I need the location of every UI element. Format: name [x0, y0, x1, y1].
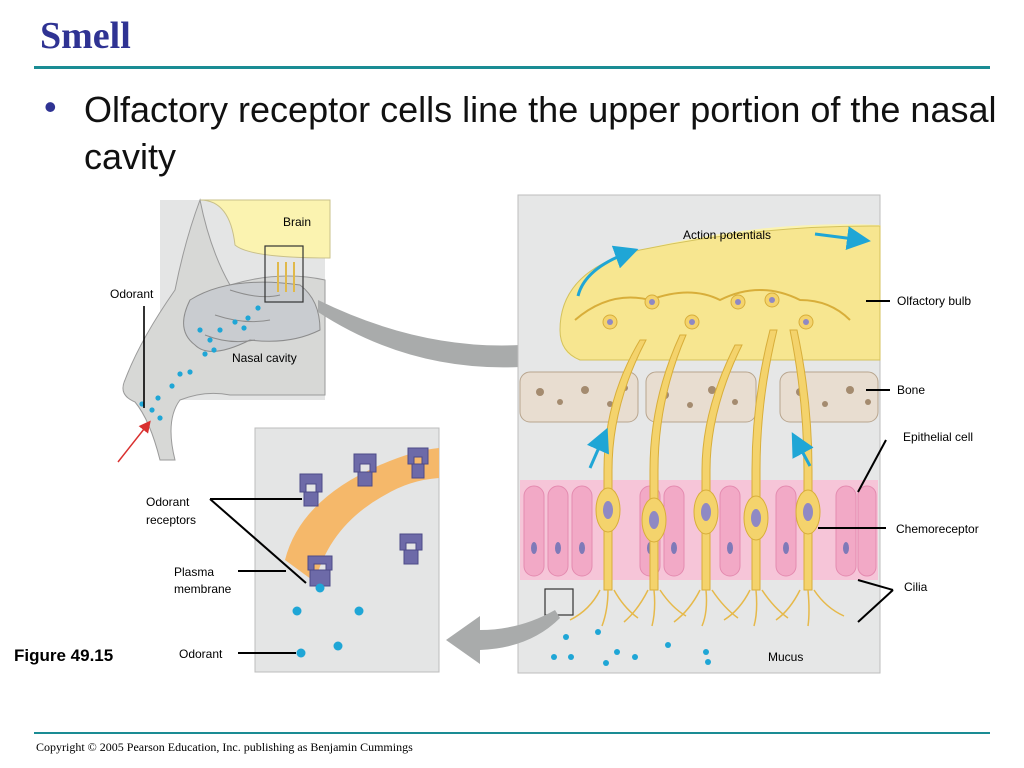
label-mucus: Mucus [768, 650, 803, 664]
odorant-receptors [299, 447, 429, 587]
zoom-arrow-head-to-tissue [318, 300, 560, 384]
mini-receptors [277, 262, 295, 292]
mitral-cells [574, 289, 851, 330]
label-plasma-membrane-2: membrane [174, 582, 232, 596]
nasal-cavity-shape [183, 281, 321, 352]
receptor-panel: Odorant receptors Plasma membrane Odoran… [146, 427, 440, 673]
bullet-marker: • [44, 86, 57, 127]
receptor-leaders [209, 498, 307, 654]
label-cilia: Cilia [904, 580, 928, 594]
label-odorant-head: Odorant [110, 287, 154, 301]
cilia [569, 589, 845, 627]
label-nasal-cavity: Nasal cavity [232, 351, 297, 365]
airflow-arrow [117, 420, 151, 463]
label-odorant-receptor-panel: Odorant [179, 647, 223, 661]
label-bone: Bone [897, 383, 925, 397]
title-divider [34, 66, 990, 69]
signal-arrows [576, 226, 871, 469]
bone-layer [519, 371, 879, 423]
figure-label: Figure 49.15 [14, 646, 114, 665]
label-plasma-membrane-1: Plasma [174, 565, 214, 579]
label-brain: Brain [283, 215, 311, 229]
bullet-text: Olfactory receptor cells line the upper … [84, 89, 997, 177]
zoom-arrow-tissue-to-receptor [446, 610, 560, 664]
slide-title: Smell [40, 15, 131, 57]
footer-divider [34, 732, 990, 734]
tissue-panel: Action potentials Mucus [517, 194, 881, 674]
brain-region [199, 199, 331, 259]
receptor-zoom-box [544, 588, 574, 616]
label-odorant-receptors-2: receptors [146, 513, 196, 527]
label-chemoreceptor: Chemoreceptor [896, 522, 979, 536]
odorant-molecules-head [139, 305, 261, 421]
turbinates [204, 289, 281, 343]
odorant-molecules-receptor [292, 583, 364, 658]
tissue-leaders [818, 300, 894, 623]
label-olfactory-bulb: Olfactory bulb [897, 294, 971, 308]
head-panel: Brain Odorant Nasal cavity [110, 198, 331, 463]
label-epithelial-cell: Epithelial cell [903, 430, 973, 444]
copyright-text: Copyright © 2005 Pearson Education, Inc.… [36, 740, 413, 754]
label-action-potentials: Action potentials [683, 228, 771, 242]
plasma-membrane [285, 448, 439, 582]
odorant-molecules-mucus [551, 629, 711, 666]
epithelium-zoom-box [264, 245, 304, 303]
label-odorant-receptors-1: Odorant [146, 495, 190, 509]
